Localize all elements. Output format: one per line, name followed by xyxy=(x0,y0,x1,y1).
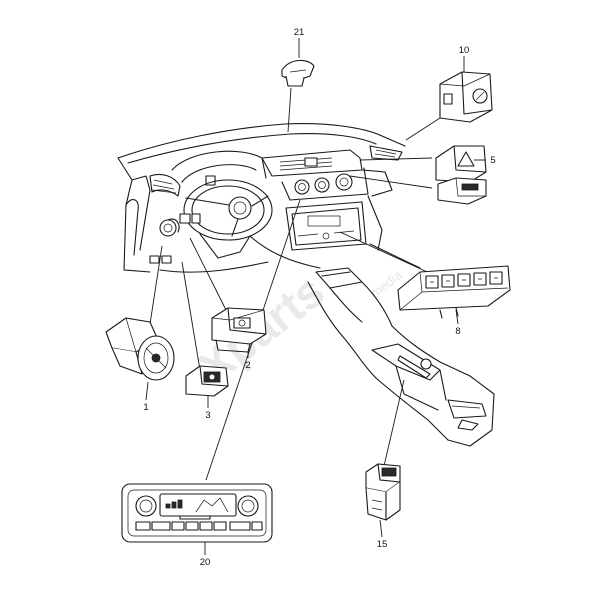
part-5-hazard-switch xyxy=(435,145,487,205)
callout-10: 10 xyxy=(459,45,470,56)
steering-wheel xyxy=(183,179,273,241)
callout-2: 2 xyxy=(245,360,250,371)
steering-hub xyxy=(228,196,252,220)
callout-3: 3 xyxy=(205,410,210,421)
callout-8: 8 xyxy=(455,326,460,337)
callout-5: 5 xyxy=(490,155,495,166)
part-3-switch xyxy=(185,365,229,397)
part-2-switch xyxy=(211,307,267,353)
part-21-sensor xyxy=(281,59,315,87)
callout-labels: 21 10 5 8 2 1 3 15 20 xyxy=(143,27,495,568)
part-20-climate-control xyxy=(121,483,273,543)
part-15-socket xyxy=(365,463,401,521)
part-10-switch xyxy=(439,71,493,123)
part-1-headlight-switch xyxy=(105,317,175,381)
callout-15: 15 xyxy=(377,539,388,550)
instrument-square xyxy=(205,175,216,186)
callout-1: 1 xyxy=(143,402,148,413)
dashboard xyxy=(117,123,495,447)
callout-21: 21 xyxy=(294,27,305,38)
callout-20: 20 xyxy=(200,557,211,568)
part-8-switch-strip xyxy=(397,265,511,319)
